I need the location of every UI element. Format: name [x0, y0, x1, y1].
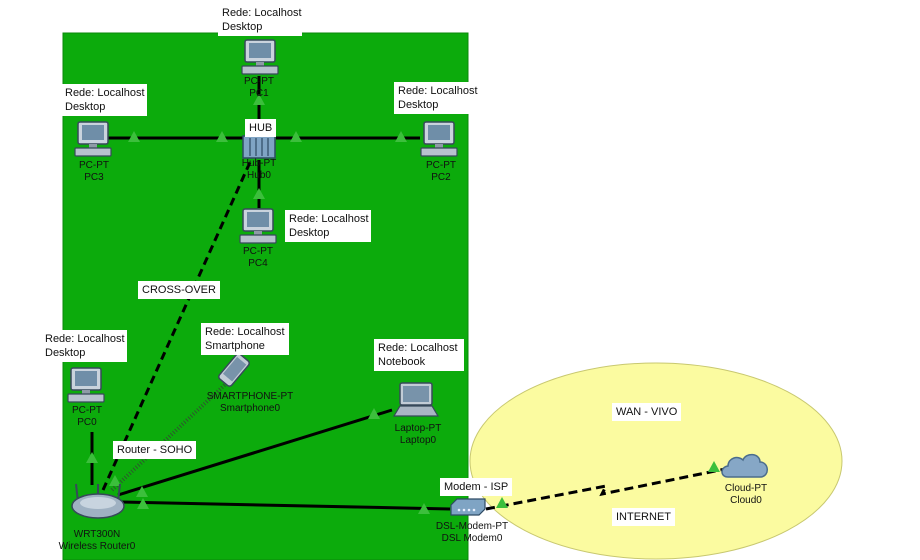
link-router0-laptop0: [117, 408, 393, 497]
note-router-soho[interactable]: Router - SOHO: [113, 441, 197, 459]
device-model: PC-PT: [72, 405, 102, 416]
port-indicator: [418, 503, 430, 514]
note-line: Desktop: [289, 227, 330, 239]
note-line: Desktop: [222, 21, 263, 33]
device-name: Hub0: [247, 170, 271, 181]
note-line: Rede: Localhost: [289, 213, 369, 225]
note-line: Rede: Localhost: [222, 7, 302, 19]
port-indicator: [86, 452, 98, 463]
desktop-pc-icon[interactable]: [66, 366, 106, 404]
port-indicator: [128, 131, 140, 142]
device-name: DSL Modem0: [441, 533, 503, 544]
note-hub[interactable]: HUB: [245, 119, 277, 137]
port-indicators: [86, 94, 720, 514]
note-crossover[interactable]: CROSS-OVER: [138, 281, 220, 299]
device-name: PC4: [248, 258, 268, 269]
port-indicator: [136, 486, 148, 497]
port-indicator: [253, 188, 265, 199]
device-model: PC-PT: [426, 160, 456, 171]
note-line: Notebook: [378, 356, 426, 368]
cloud-icon[interactable]: [718, 449, 772, 481]
note-line: Rede: Localhost: [65, 87, 145, 99]
desktop-pc-icon[interactable]: [73, 120, 113, 158]
device-name: PC1: [249, 88, 269, 99]
note-line: Desktop: [45, 347, 86, 359]
link-router0-hub0-crossover: [101, 159, 253, 491]
device-model: Laptop-PT: [394, 423, 442, 434]
note-line: Rede: Localhost: [45, 333, 125, 345]
port-indicator: [395, 131, 407, 142]
link-router0-modem0: [119, 500, 451, 511]
device-model: SMARTPHONE-PT: [206, 391, 294, 402]
hub-icon[interactable]: [242, 134, 276, 160]
device-model: PC-PT: [79, 160, 109, 171]
device-name: Cloud0: [730, 495, 762, 506]
device-model: DSL-Modem-PT: [435, 521, 509, 532]
port-indicator: [708, 461, 720, 472]
device-name: PC0: [77, 417, 97, 428]
device-name: Laptop0: [399, 435, 437, 446]
port-indicator: [496, 497, 508, 508]
note-internet[interactable]: INTERNET: [612, 508, 675, 526]
wan-zone: [469, 362, 843, 560]
note-wan[interactable]: WAN - VIVO: [612, 403, 682, 421]
desktop-pc-icon[interactable]: [240, 38, 280, 76]
device-model: WRT300N: [73, 529, 121, 540]
note-line: Desktop: [398, 99, 439, 111]
port-indicator: [368, 408, 380, 419]
note-line: Desktop: [65, 101, 106, 113]
note-line: Rede: Localhost: [378, 342, 458, 354]
port-indicator: [290, 131, 302, 142]
device-model: PC-PT: [244, 76, 274, 87]
port-indicator: [216, 131, 228, 142]
port-indicator: [253, 94, 265, 105]
port-indicator: [137, 498, 149, 509]
device-name: PC3: [84, 172, 104, 183]
note-line: Smartphone: [205, 340, 265, 352]
note-line: Rede: Localhost: [398, 85, 478, 97]
port-indicator: [109, 475, 121, 486]
smartphone-icon[interactable]: [214, 352, 254, 388]
laptop-icon[interactable]: [390, 380, 442, 420]
note-line: Rede: Localhost: [205, 326, 285, 338]
device-model: Hub-PT: [241, 158, 277, 169]
desktop-pc-icon[interactable]: [238, 207, 278, 245]
device-name: PC2: [431, 172, 451, 183]
desktop-pc-icon[interactable]: [419, 120, 459, 158]
device-model: Cloud-PT: [724, 483, 768, 494]
device-name: Wireless Router0: [58, 541, 136, 552]
device-name: Smartphone0: [219, 403, 281, 414]
note-modem-isp[interactable]: Modem - ISP: [440, 478, 513, 496]
link-modem0-cloud0: [485, 465, 736, 511]
wireless-router-icon[interactable]: [70, 482, 126, 522]
dsl-modem-icon[interactable]: [449, 497, 487, 517]
device-model: PC-PT: [243, 246, 273, 257]
